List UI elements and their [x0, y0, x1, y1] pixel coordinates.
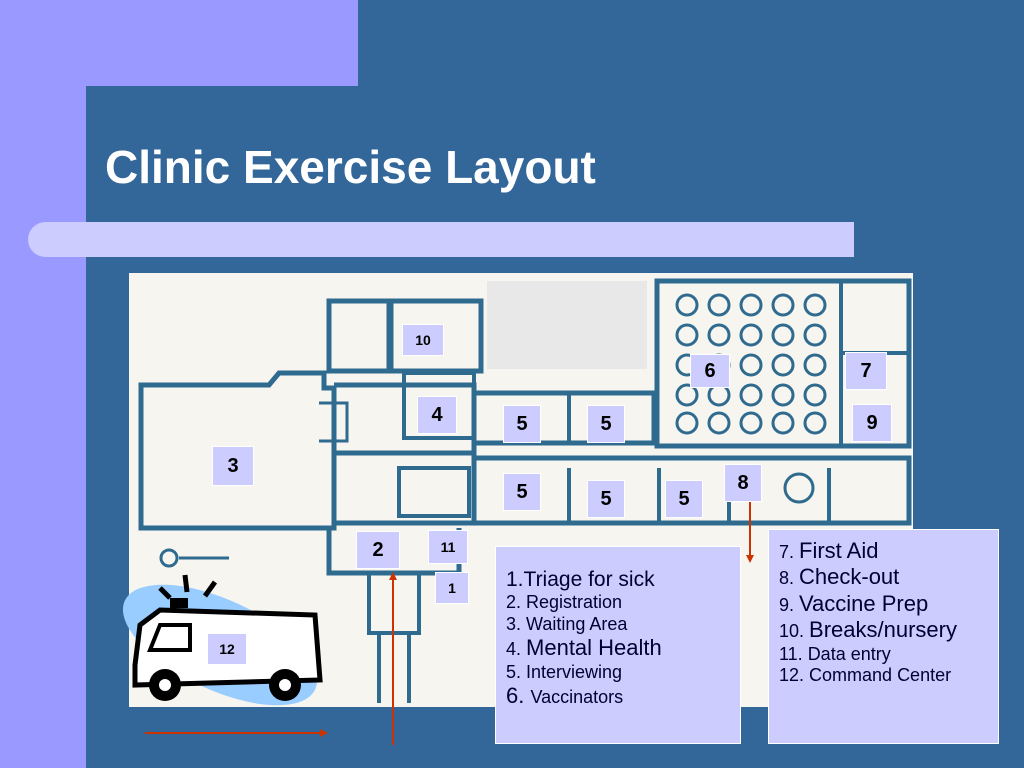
legend-item-11: 11. Data entry	[779, 643, 891, 664]
label-11: 11	[428, 530, 468, 564]
legend-item-8: 8. Check-out	[779, 564, 900, 590]
floor-plan-drawing	[138, 278, 912, 703]
legend-item-3: 3. Waiting Area	[506, 613, 628, 634]
slide-title: Clinic Exercise Layout	[105, 141, 596, 193]
vaccination-hall	[654, 278, 912, 449]
label-5-e: 5	[665, 480, 703, 518]
label-1: 1	[435, 572, 469, 604]
legend-item-6: 6. Vaccinators	[506, 683, 624, 709]
legend-item-4: 4. Mental Health	[506, 635, 662, 661]
label-10: 10	[402, 324, 444, 356]
label-8: 8	[724, 464, 762, 502]
arrow-entry-icon	[389, 572, 397, 745]
waiting-area-room	[138, 370, 337, 531]
legend-item-2: 2. Registration	[506, 592, 623, 613]
legend-item-7: 7. First Aid	[779, 538, 879, 563]
label-9: 9	[852, 404, 892, 442]
label-2: 2	[356, 531, 400, 569]
label-5-a: 5	[503, 405, 541, 443]
left-accent-band	[0, 0, 86, 768]
lower-rooms	[474, 455, 912, 526]
label-5-c: 5	[503, 473, 541, 511]
label-12: 12	[207, 633, 247, 665]
legend-left: 1.Triage for sick 2. Registration 3. Wai…	[495, 546, 741, 744]
rounded-corner	[86, 86, 146, 146]
interview-rooms-top	[474, 390, 657, 446]
legend-item-12: 12. Command Center	[779, 665, 952, 686]
legend-item-9: 9. Vaccine Prep	[779, 590, 929, 616]
label-6: 6	[690, 354, 730, 388]
label-5-d: 5	[587, 480, 625, 518]
top-accent-band	[0, 0, 358, 86]
title-underline-bar	[28, 222, 854, 257]
blank-area	[487, 281, 647, 369]
legend-right: 7. First Aid 8. Check-out 9. Vaccine Pre…	[768, 529, 999, 744]
label-3: 3	[212, 446, 254, 486]
room-top-left	[326, 298, 392, 374]
arrow-exit-icon	[746, 502, 754, 563]
legend-item-10: 10. Breaks/nursery	[779, 617, 957, 643]
label-5-b: 5	[587, 405, 625, 443]
label-7: 7	[845, 352, 887, 390]
legend-item-5: 5. Interviewing	[506, 661, 623, 682]
arrow-bottom-icon	[145, 729, 328, 737]
label-4: 4	[417, 396, 457, 434]
legend-item-1: 1.Triage for sick	[506, 568, 655, 591]
